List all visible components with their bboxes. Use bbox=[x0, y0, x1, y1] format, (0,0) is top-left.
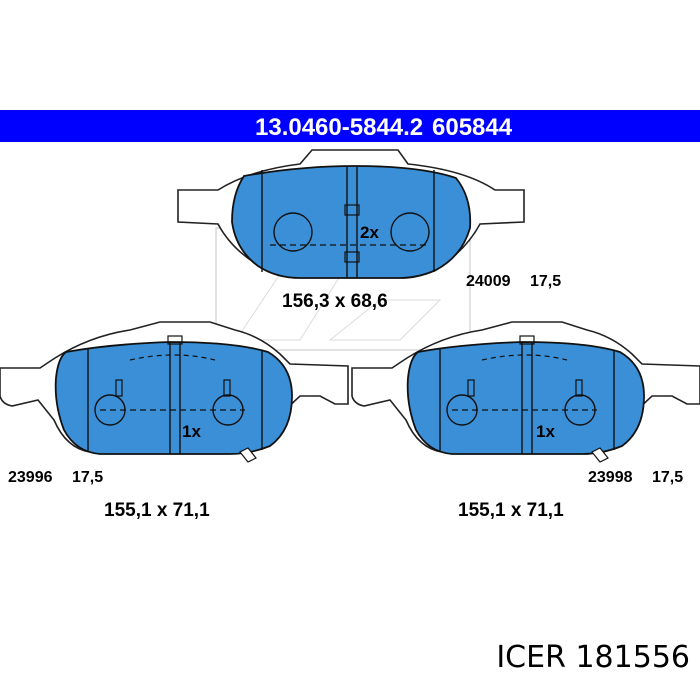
top-pad-thickness: 17,5 bbox=[530, 273, 561, 290]
right-pad bbox=[351, 321, 700, 463]
brand-name: ICER bbox=[496, 640, 566, 675]
part-number: 13.0460-5844.2 bbox=[255, 114, 423, 141]
right-pad-thickness: 17,5 bbox=[652, 469, 683, 486]
top-pad bbox=[177, 149, 525, 279]
left-pad-quantity: 1x bbox=[182, 422, 201, 441]
top-pad-quantity: 2x bbox=[360, 223, 379, 242]
footer-label: ICER 181556 bbox=[496, 640, 690, 675]
left-pad bbox=[0, 321, 349, 463]
right-pad-quantity: 1x bbox=[536, 422, 555, 441]
top-pad-dimensions: 156,3 x 68,6 bbox=[282, 291, 388, 312]
top-pad-code: 24009 bbox=[466, 273, 511, 290]
left-pad-code: 23996 bbox=[8, 469, 53, 486]
ref-number: 605844 bbox=[432, 114, 513, 141]
header-banner bbox=[0, 110, 700, 142]
right-pad-dimensions: 155,1 x 71,1 bbox=[458, 500, 564, 521]
left-pad-dimensions: 155,1 x 71,1 bbox=[104, 500, 210, 521]
left-pad-thickness: 17,5 bbox=[72, 469, 103, 486]
right-pad-code: 23998 bbox=[588, 469, 633, 486]
article-number: 181556 bbox=[575, 640, 690, 675]
